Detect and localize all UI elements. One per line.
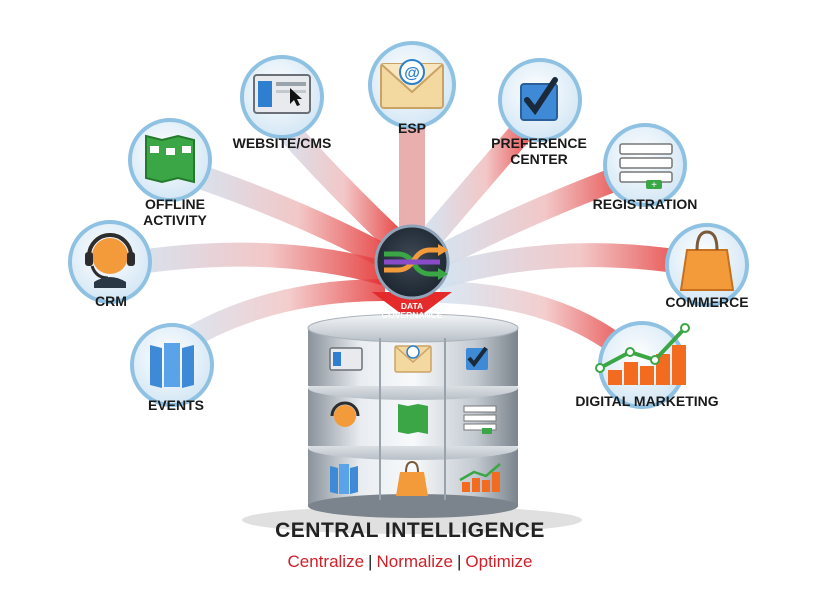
source-esp[interactable]: @ xyxy=(368,41,456,129)
label-website-cms: WEBSITE/CMS xyxy=(232,135,332,151)
db-agent-icon xyxy=(330,401,360,427)
checkbox-icon xyxy=(520,77,558,121)
hub-label-line2: GOVERNANCE xyxy=(381,310,443,320)
beam-offline xyxy=(176,158,401,273)
shuffle-icon xyxy=(384,244,448,280)
tagline-normalize: Normalize xyxy=(376,552,453,571)
booth-display-icon xyxy=(150,343,194,388)
label-offline-activity: OFFLINE ACTIVITY xyxy=(143,196,207,228)
svg-text:+: + xyxy=(651,180,657,191)
db-bag-icon xyxy=(396,460,428,496)
tagline-optimize: Optimize xyxy=(465,552,533,571)
shopping-bag-icon xyxy=(679,230,735,291)
label-digital-marketing: DIGITAL MARKETING xyxy=(575,393,719,409)
tagline-separator: | xyxy=(457,552,462,571)
source-website-cms[interactable] xyxy=(240,55,324,139)
source-events[interactable] xyxy=(130,323,214,407)
tagline: Centralize|Normalize|Optimize xyxy=(288,552,533,572)
database-cylinder-icon xyxy=(242,313,582,534)
label-preference-line2: CENTER xyxy=(510,151,568,167)
svg-text:@: @ xyxy=(404,65,420,82)
label-events: EVENTS xyxy=(147,397,205,413)
form-fields-icon: + xyxy=(619,143,673,191)
growth-chart-icon xyxy=(595,323,690,385)
hub-label-line1: DATA xyxy=(400,301,424,311)
source-offline-activity[interactable] xyxy=(128,118,212,202)
label-commerce: COMMERCE xyxy=(665,294,749,310)
email-envelope-icon: @ xyxy=(380,59,444,109)
browser-window-icon xyxy=(253,74,311,114)
data-governance-hub[interactable] xyxy=(374,224,450,300)
beam-crm xyxy=(118,242,394,287)
beam-commerce xyxy=(431,243,703,290)
label-preference-center: PREFERENCE CENTER xyxy=(491,135,587,167)
label-offline-line1: OFFLINE xyxy=(145,196,205,212)
source-commerce[interactable] xyxy=(665,223,749,307)
headset-agent-icon xyxy=(85,233,135,288)
hub-label: DATA GOVERNANCE xyxy=(382,302,443,320)
source-crm[interactable] xyxy=(68,220,152,304)
label-preference-line1: PREFERENCE xyxy=(491,135,587,151)
db-booth-icon xyxy=(330,464,358,494)
db-form-icon xyxy=(463,405,497,434)
label-offline-line2: ACTIVITY xyxy=(143,212,207,228)
source-registration[interactable]: + xyxy=(603,123,687,207)
db-checkbox-icon xyxy=(466,346,488,370)
tagline-centralize: Centralize xyxy=(287,552,365,571)
governance-arrow xyxy=(372,292,452,322)
db-browser-icon xyxy=(329,347,363,371)
db-email-icon xyxy=(394,345,432,373)
db-brochure-icon xyxy=(398,404,428,434)
page-title: CENTRAL INTELLIGENCE xyxy=(275,519,545,542)
label-crm: CRM xyxy=(95,293,127,309)
tagline-separator: | xyxy=(368,552,373,571)
source-preference-center[interactable] xyxy=(498,58,582,142)
db-chart-icon xyxy=(459,463,501,492)
label-registration: REGISTRATION xyxy=(592,196,698,212)
source-digital-marketing[interactable] xyxy=(595,321,690,409)
label-esp: ESP xyxy=(397,120,427,136)
brochure-icon xyxy=(145,134,195,184)
